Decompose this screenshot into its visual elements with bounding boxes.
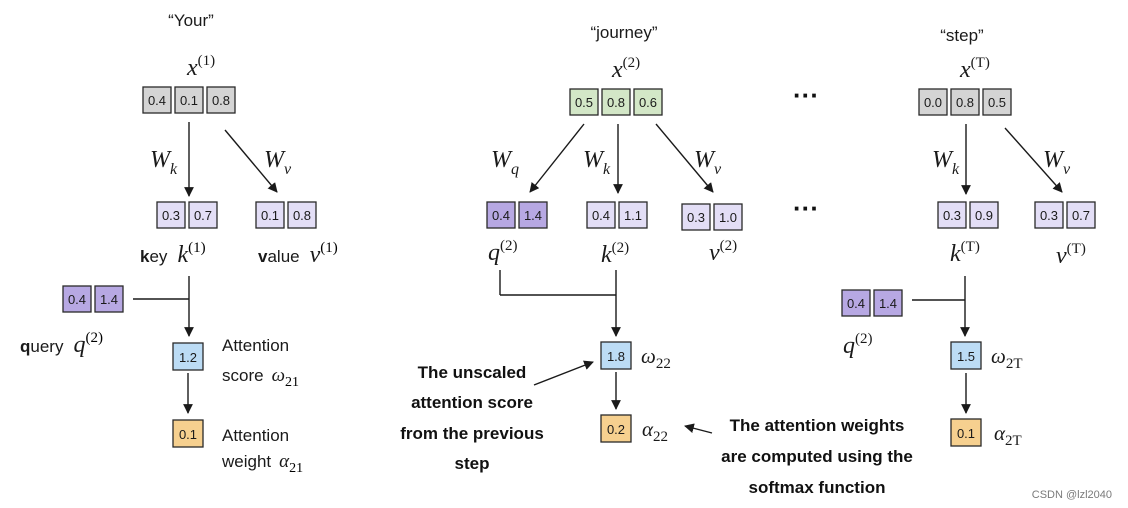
attention-score-symbol-2T: ω2T	[991, 344, 1023, 372]
svg-text:0.9: 0.9	[975, 208, 993, 223]
svg-text:1.5: 1.5	[957, 349, 975, 364]
query-label-1: query q(2)	[20, 330, 103, 358]
value-vector-v1: 0.1 0.8	[255, 201, 317, 229]
svg-text:0.0: 0.0	[924, 95, 942, 110]
attention-score-symbol-22: ω22	[641, 344, 671, 372]
attention-weight-symbol-22: α22	[642, 417, 668, 445]
svg-text:step: step	[455, 454, 490, 473]
query-label-T: q(2)	[843, 331, 873, 359]
key-vector-k2: 0.4 1.1	[586, 201, 648, 229]
ellipsis-middle: ···	[793, 193, 819, 223]
value-vector-vT: 0.3 0.7	[1034, 201, 1096, 229]
attention-weight-a2T: 0.1	[950, 418, 982, 447]
watermark: CSDN @lzl2040	[1032, 489, 1112, 501]
svg-text:0.1: 0.1	[957, 426, 975, 441]
input-label-xT: x(T)	[959, 55, 990, 83]
svg-text:0.8: 0.8	[212, 93, 230, 108]
key-label-2: k(2)	[601, 240, 629, 268]
svg-text:from the previous: from the previous	[400, 424, 544, 443]
input-label-x2: x(2)	[611, 55, 640, 83]
svg-text:0.8: 0.8	[293, 208, 311, 223]
svg-text:0.3: 0.3	[943, 208, 961, 223]
attention-weight-a21: 0.1	[172, 419, 204, 448]
attention-weight-label-2: weight α21	[221, 451, 303, 476]
attention-score-w2T: 1.5	[950, 341, 982, 370]
svg-text:attention score: attention score	[411, 393, 533, 412]
annotation-unscaled-score: The unscaled attention score from the pr…	[400, 363, 544, 473]
value-vector-v2: 0.3 1.0	[681, 203, 743, 231]
token-label-step: “step”	[940, 26, 984, 45]
value-label-2: v(2)	[709, 238, 737, 266]
attention-score-label-1: Attention	[222, 336, 289, 355]
svg-text:0.3: 0.3	[687, 210, 705, 225]
svg-text:0.8: 0.8	[956, 95, 974, 110]
attention-weight-a22: 0.2	[600, 414, 632, 443]
annotation-softmax-weights: The attention weights are computed using…	[721, 416, 913, 497]
key-label-T: k(T)	[950, 239, 980, 267]
weight-matrix-wk-1: Wk	[150, 147, 178, 178]
svg-text:1.8: 1.8	[607, 349, 625, 364]
input-vector-xT: 0.0 0.8 0.5	[918, 88, 1012, 116]
svg-text:0.8: 0.8	[607, 95, 625, 110]
key-vector-kT: 0.3 0.9	[937, 201, 999, 229]
value-label-1: value v(1)	[258, 240, 338, 268]
weight-matrix-wq-2: Wq	[491, 147, 519, 178]
svg-text:0.5: 0.5	[575, 95, 593, 110]
attention-weight-label-1: Attention	[222, 426, 289, 445]
input-label-x1: x(1)	[186, 53, 215, 81]
svg-text:0.4: 0.4	[492, 208, 510, 223]
svg-text:0.4: 0.4	[847, 296, 865, 311]
weight-matrix-wv-T: Wv	[1043, 147, 1071, 178]
token-label-journey: “journey”	[590, 23, 657, 42]
attention-score-label-2: score ω21	[222, 365, 299, 390]
token-label-your: “Your”	[168, 11, 214, 30]
svg-text:0.3: 0.3	[162, 208, 180, 223]
svg-text:0.4: 0.4	[148, 93, 166, 108]
svg-text:1.4: 1.4	[524, 208, 542, 223]
input-vector-x2: 0.5 0.8 0.6	[569, 88, 663, 116]
svg-text:are computed using the: are computed using the	[721, 447, 913, 466]
svg-text:1.0: 1.0	[719, 210, 737, 225]
key-label-1: key k(1)	[140, 240, 206, 268]
svg-text:1.4: 1.4	[100, 292, 118, 307]
svg-text:0.1: 0.1	[179, 427, 197, 442]
weight-matrix-wv-2: Wv	[694, 147, 722, 178]
svg-text:0.3: 0.3	[1040, 208, 1058, 223]
svg-text:1.1: 1.1	[624, 208, 642, 223]
value-label-T: v(T)	[1056, 241, 1086, 269]
svg-text:0.4: 0.4	[592, 208, 610, 223]
svg-text:0.6: 0.6	[639, 95, 657, 110]
input-vector-x1: 0.4 0.1 0.8	[142, 86, 236, 114]
svg-text:The attention weights: The attention weights	[730, 416, 905, 435]
query-label-2: q(2)	[488, 238, 518, 266]
query-vector-q2: 0.4 1.4	[486, 201, 548, 229]
ellipsis-top: ···	[793, 80, 819, 110]
weight-matrix-wv-1: Wv	[264, 147, 292, 178]
weight-matrix-wk-2: Wk	[583, 147, 611, 178]
svg-text:0.1: 0.1	[261, 208, 279, 223]
svg-text:0.4: 0.4	[68, 292, 86, 307]
svg-text:0.7: 0.7	[1072, 208, 1090, 223]
weight-matrix-wk-T: Wk	[932, 147, 960, 178]
svg-text:0.7: 0.7	[194, 208, 212, 223]
svg-text:1.4: 1.4	[879, 296, 897, 311]
svg-text:The unscaled: The unscaled	[418, 363, 527, 382]
key-vector-k1: 0.3 0.7	[156, 201, 218, 229]
svg-text:0.1: 0.1	[180, 93, 198, 108]
svg-text:0.2: 0.2	[607, 422, 625, 437]
query-vector-q2-col1: 0.4 1.4	[62, 285, 124, 313]
svg-text:0.5: 0.5	[988, 95, 1006, 110]
svg-text:1.2: 1.2	[179, 350, 197, 365]
attention-score-w22: 1.8	[600, 341, 632, 370]
attention-score-w21: 1.2	[172, 342, 204, 371]
attention-weight-symbol-2T: α2T	[994, 421, 1022, 449]
query-vector-q2-colT: 0.4 1.4	[841, 289, 903, 317]
svg-text:softmax function: softmax function	[749, 478, 886, 497]
